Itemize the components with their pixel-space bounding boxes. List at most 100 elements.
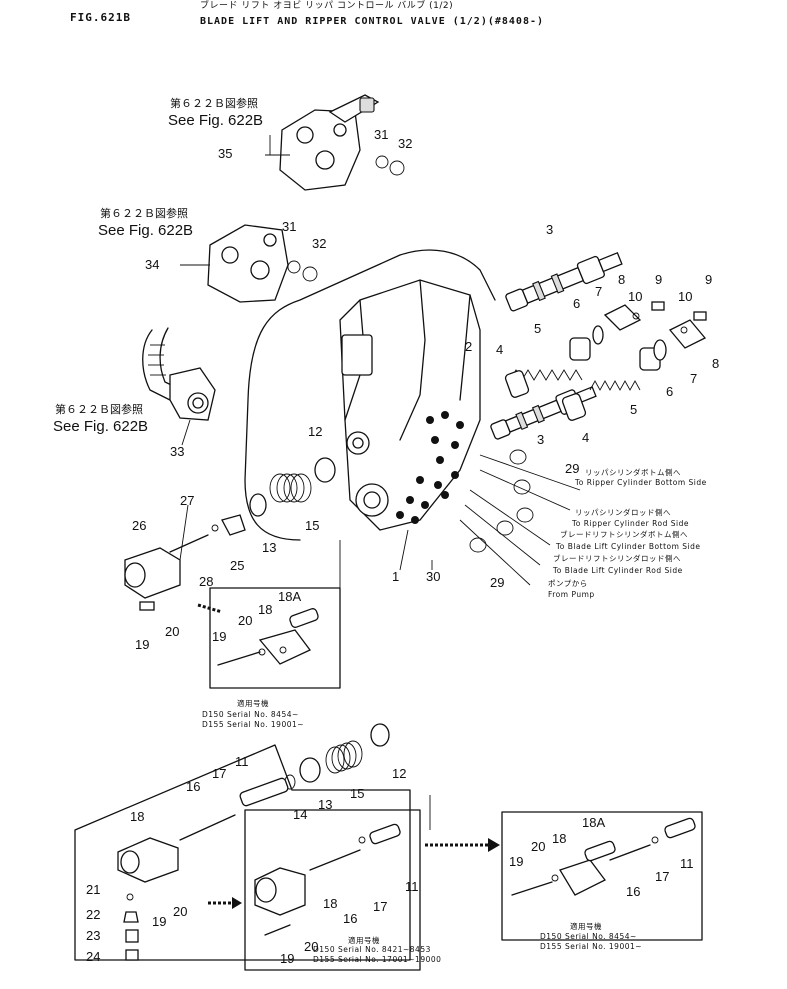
callout-19: 19 <box>509 854 524 869</box>
see-ref-2: See Fig. 622B <box>98 222 194 239</box>
callout-7: 7 <box>690 371 698 386</box>
callout-15: 15 <box>305 518 320 533</box>
callout-18: 18 <box>552 831 567 846</box>
callout-17: 17 <box>373 899 388 914</box>
see-ref-3-jp: 第６２２Ｂ図参照 <box>55 403 143 416</box>
callout-27: 27 <box>180 493 195 508</box>
serial-box-2-line2: D155 Serial No. 17001~19000 <box>313 955 442 964</box>
callout-1: 1 <box>392 569 400 584</box>
serial-box-3-title: 適用号機 <box>570 922 602 931</box>
figure-title: BLADE LIFT AND RIPPER CONTROL VALVE (1/2… <box>200 16 545 27</box>
callout-2: 2 <box>465 339 473 354</box>
control-valve-body <box>339 279 481 531</box>
callout-19: 19 <box>135 637 150 652</box>
callout-20: 20 <box>304 939 319 954</box>
flow-1-jp: リッパシリンダボトム側へ <box>585 468 681 477</box>
variant-box-middle <box>244 809 421 971</box>
callout-11: 11 <box>405 879 419 894</box>
callout-8: 8 <box>618 272 626 287</box>
callout-11: 11 <box>680 856 694 871</box>
variant-box-right <box>501 811 703 941</box>
callout-7: 7 <box>595 284 603 299</box>
flow-2: To Ripper Cylinder Rod Side <box>572 519 689 528</box>
callout-12: 12 <box>392 766 407 781</box>
flow-3: To Blade Lift Cylinder Bottom Side <box>556 542 701 551</box>
callout-32: 32 <box>312 236 327 251</box>
flange-34 <box>207 224 318 303</box>
solenoid-26 <box>124 534 209 611</box>
serial-box-3-line1: D150 Serial No. 8454~ <box>540 932 637 941</box>
flow-4: To Blade Lift Cylinder Rod Side <box>553 566 683 575</box>
callout-11: 11 <box>235 754 249 769</box>
serial-box-2-title: 適用号機 <box>348 936 380 945</box>
callout-22: 22 <box>86 907 101 922</box>
callout-16: 16 <box>343 911 358 926</box>
callout-10: 10 <box>628 289 643 304</box>
flow-1: To Ripper Cylinder Bottom Side <box>575 478 707 487</box>
serial-box-2-line1: D150 Serial No. 8421~8453 <box>313 945 431 954</box>
serial-box-1-line1: D150 Serial No. 8454~ <box>202 710 299 719</box>
callout-20: 20 <box>173 904 188 919</box>
see-ref-1: See Fig. 622B <box>168 112 264 129</box>
callout-4: 4 <box>582 430 590 445</box>
serial-box-1-title: 適用号機 <box>237 699 269 708</box>
variant-arrows <box>197 603 500 909</box>
callout-16: 16 <box>186 779 201 794</box>
leader-lines <box>179 135 581 830</box>
valve-cover-outline <box>244 249 496 541</box>
callout-21: 21 <box>86 882 101 897</box>
callout-15: 15 <box>350 786 365 801</box>
callout-33: 33 <box>170 444 185 459</box>
relief-valve-parts-lower <box>179 723 390 841</box>
flow-5-jp: ポンプから <box>548 579 588 588</box>
callout-34: 34 <box>145 257 160 272</box>
callout-4: 4 <box>496 342 504 357</box>
spool-assemblies <box>490 251 707 440</box>
callout-5: 5 <box>534 321 542 336</box>
callout-26: 26 <box>132 518 147 533</box>
title-japanese: ブレード リフト オヨビ リッパ コントロール バルブ (1/2) <box>200 1 454 11</box>
see-ref-2-jp: 第６２２Ｂ図参照 <box>100 207 188 220</box>
callout-20: 20 <box>165 624 180 639</box>
callout-19: 19 <box>212 629 227 644</box>
callout-13: 13 <box>318 797 333 812</box>
callout-19: 19 <box>280 951 295 966</box>
callout-28: 28 <box>199 574 214 589</box>
callout-16: 16 <box>626 884 641 899</box>
bottom-left-group <box>74 744 411 961</box>
serial-box-3-line2: D155 Serial No. 19001~ <box>540 942 643 951</box>
variant-box-upper <box>209 587 341 689</box>
callout-13: 13 <box>262 540 277 555</box>
flange-35 <box>279 94 405 191</box>
callout-20: 20 <box>531 839 546 854</box>
callout-24: 24 <box>86 949 101 964</box>
callout-3: 3 <box>537 432 545 447</box>
callout-30: 30 <box>426 569 441 584</box>
callout-3: 3 <box>546 222 554 237</box>
callout-10: 10 <box>678 289 693 304</box>
serial-box-1-line2: D155 Serial No. 19001~ <box>202 720 305 729</box>
callout-19: 19 <box>152 914 167 929</box>
callout-17: 17 <box>655 869 670 884</box>
callout-12: 12 <box>308 424 323 439</box>
callout-31: 31 <box>374 127 389 142</box>
callout-32: 32 <box>398 136 413 151</box>
callout-14: 14 <box>293 807 308 822</box>
callout-18: 18 <box>323 896 338 911</box>
callout-29: 29 <box>490 575 505 590</box>
callout-8: 8 <box>712 356 720 371</box>
callout-23: 23 <box>86 928 101 943</box>
callout-29: 29 <box>565 461 580 476</box>
callout-6: 6 <box>666 384 674 399</box>
callout-17: 17 <box>212 766 227 781</box>
flow-3-jp: ブレードリフトシリンダボトム側へ <box>560 530 688 539</box>
o-rings-29 <box>469 449 534 553</box>
callout-18: 18 <box>258 602 273 617</box>
relief-valve-parts-upper <box>211 457 336 536</box>
callout-25: 25 <box>230 558 245 573</box>
callout-35: 35 <box>218 146 233 161</box>
elbow-fitting-33 <box>142 327 216 421</box>
figure-number: FIG.621B <box>70 11 131 24</box>
flow-4-jp: ブレードリフトシリンダロッド側へ <box>553 554 681 563</box>
